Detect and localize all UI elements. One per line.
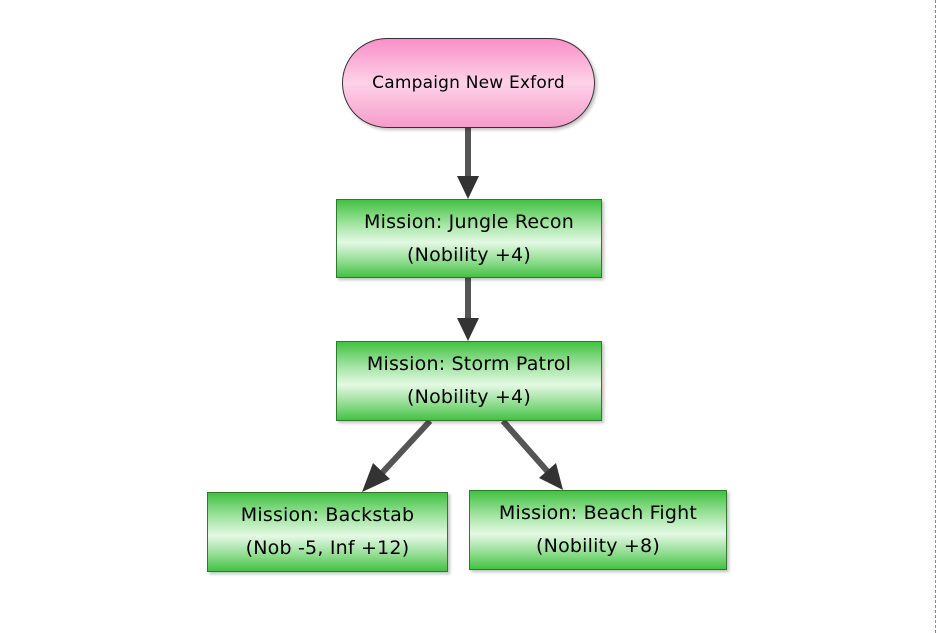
node-label: Campaign New Exford — [372, 72, 565, 93]
node-effect: (Nob -5, Inf +12) — [245, 537, 410, 559]
node-effect: (Nobility +4) — [407, 243, 531, 266]
node-effect: (Nobility +4) — [407, 386, 531, 408]
node-title: Mission: Backstab — [240, 504, 415, 526]
edge-storm-patrol-to-backstab — [362, 418, 433, 492]
edge-storm-patrol-to-beach-fight — [500, 419, 563, 490]
node-title: Mission: Storm Patrol — [366, 353, 572, 375]
node-mission-jungle-recon[interactable]: Mission: Jungle Recon (Nobility +4) — [336, 199, 602, 278]
node-title: Mission: Jungle Recon — [364, 210, 574, 233]
node-title: Mission: Beach Fight — [498, 502, 698, 524]
node-campaign-new-exford[interactable]: Campaign New Exford — [342, 38, 595, 128]
page-boundary-dashed-line — [935, 0, 936, 633]
node-mission-beach-fight[interactable]: Mission: Beach Fight (Nobility +8) — [469, 490, 727, 570]
node-mission-backstab[interactable]: Mission: Backstab (Nob -5, Inf +12) — [207, 492, 448, 572]
edge-campaign-to-jungle-recon — [457, 128, 479, 199]
node-effect: (Nobility +8) — [536, 535, 660, 557]
edge-jungle-recon-to-storm-patrol — [457, 278, 479, 341]
node-mission-storm-patrol[interactable]: Mission: Storm Patrol (Nobility +4) — [336, 341, 602, 421]
